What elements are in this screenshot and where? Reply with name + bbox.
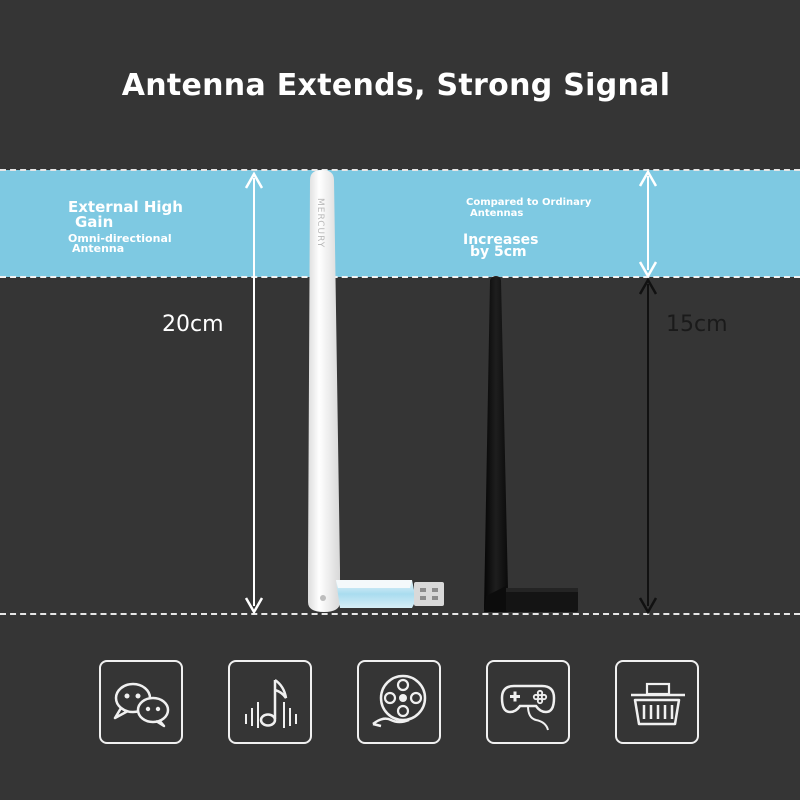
black-antenna	[484, 276, 578, 612]
feature-label-line2: Gain	[75, 213, 114, 231]
white-antenna: MERCURY	[308, 170, 340, 612]
increase-arrow-5cm	[638, 169, 658, 279]
usb-adapter	[336, 580, 444, 608]
shopping-basket-icon	[615, 660, 699, 744]
comparison-label-line3: Increases	[463, 232, 539, 248]
dashed-line-top	[0, 169, 800, 171]
headline: Antenna Extends, Strong Signal	[121, 68, 671, 103]
feature-label-line1: External High	[68, 198, 183, 216]
comparison-label-line4: by 5cm	[470, 244, 527, 260]
height-arrow-15cm	[638, 277, 658, 615]
comparison-label-line1: Compared to Ordinary	[466, 197, 592, 208]
film-reel-icon	[357, 660, 441, 744]
feature-label-line4: Antenna	[72, 242, 125, 255]
chat-bubbles-icon	[99, 660, 183, 744]
measurement-15cm: 15cm	[666, 312, 728, 337]
height-arrow-20cm	[244, 171, 264, 615]
signal-gain-band	[0, 170, 800, 277]
dashed-line-baseline	[0, 613, 800, 615]
music-note-icon	[228, 660, 312, 744]
brand-text: MERCURY	[315, 198, 325, 248]
comparison-label-line2: Antennas	[470, 208, 524, 219]
measurement-20cm: 20cm	[162, 312, 224, 337]
feature-label-line3: Omni-directional	[68, 232, 172, 245]
dashed-line-mid	[0, 276, 800, 278]
gamepad-icon	[486, 660, 570, 744]
